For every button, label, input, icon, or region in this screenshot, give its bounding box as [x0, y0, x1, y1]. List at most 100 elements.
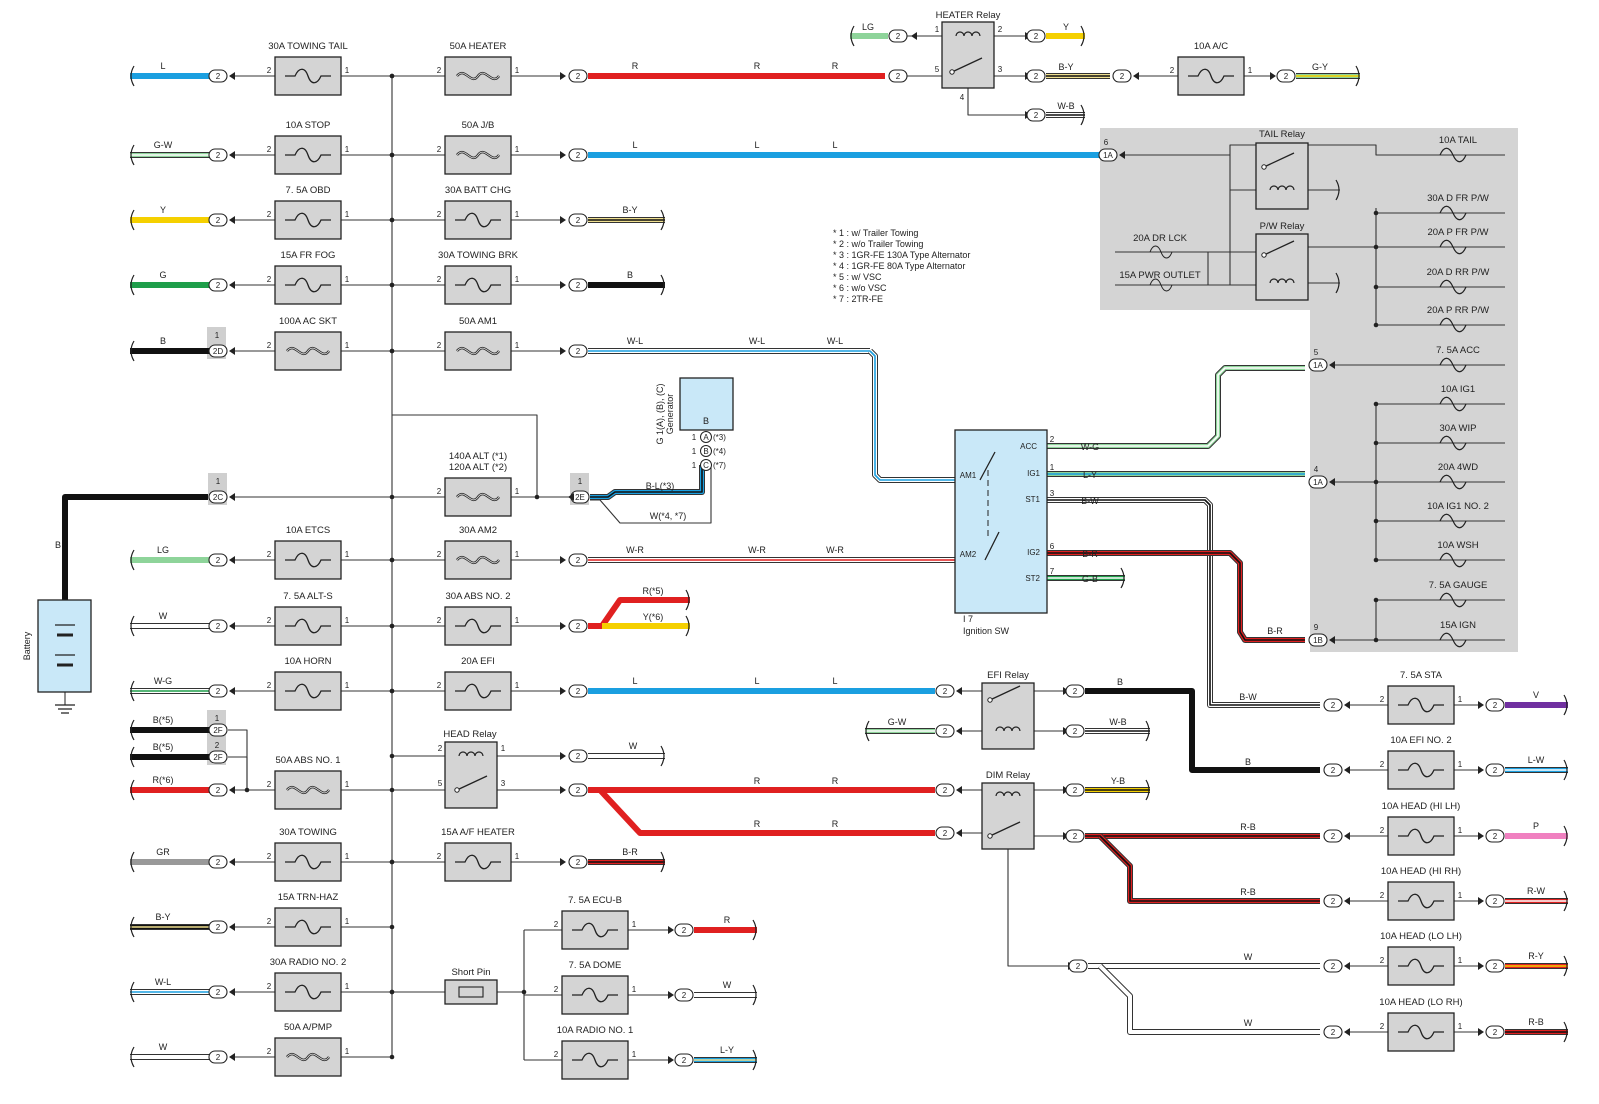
- head-relay-label: HEAD Relay: [443, 729, 497, 740]
- arrow: [1478, 832, 1484, 840]
- ac-fuse-label: 10A A/C: [1194, 41, 1228, 52]
- arrow: [229, 622, 235, 630]
- mid-fuse-4-connector-pin: 2: [576, 347, 581, 356]
- arrow: [1119, 151, 1125, 159]
- right-fuse-0-label: 7. 5A STA: [1400, 670, 1443, 681]
- left-fuse-7-pin-2: 2: [267, 681, 272, 690]
- heater-wb-label: W-B: [1057, 101, 1074, 111]
- ac-out-connector-pin: 2: [1284, 72, 1289, 81]
- mid-fuse-1-label: 50A J/B: [462, 120, 495, 131]
- mid-fuse-8-pin-2: 2: [437, 852, 442, 861]
- mid-fuse-4-wire-label-1: W-L: [749, 336, 765, 346]
- mid-fuse-0-element-core: [456, 72, 500, 80]
- wire-end-bracket: [660, 851, 665, 873]
- ecu-fuse-2-connector: [674, 1053, 694, 1067]
- head-relay-conn-3: [568, 783, 588, 797]
- right-fuse-0-pin-1: 1: [1458, 695, 1463, 704]
- mid-fuse-3-pin-1: 1: [515, 275, 520, 284]
- jb-fuse-9: [1439, 513, 1467, 529]
- head-relay-out-label: W: [629, 741, 638, 751]
- jb-connector-2-pin: 1A: [1313, 478, 1323, 487]
- arrow: [560, 786, 566, 794]
- arrow: [956, 687, 962, 695]
- right-fuse-1-wire-label: L-W: [1528, 755, 1545, 765]
- left-fuse-4-pin-2: 2: [267, 341, 272, 350]
- ecu-fuse-2-element: [572, 1052, 618, 1068]
- dim-yb-label: Y-B: [1111, 776, 1125, 786]
- b5-connector-0: [208, 723, 228, 737]
- left-fuse-10-pin-1: 1: [345, 917, 350, 926]
- mid-fuse-6-pin-1: 1: [515, 616, 520, 625]
- left-fuse-11-element: [285, 984, 331, 1000]
- mid-fuse-8-pin-1: 1: [515, 852, 520, 861]
- right-fuse-2-in-connector: [1323, 829, 1343, 843]
- left-fuse-7-label: 10A HORN: [285, 656, 332, 667]
- ecu-fuse-1-wire-label: W: [723, 980, 732, 990]
- jb-fuse-label-2: 20A P FR P/W: [1427, 227, 1488, 238]
- jb-fuse-5: [1439, 357, 1467, 373]
- mid-fuse-2-pin-2: 2: [437, 210, 442, 219]
- left-fuse-8-pin-1: 1: [345, 780, 350, 789]
- right-fuse-0-out-connector: [1485, 698, 1505, 712]
- efi-in-connector-pin: 2: [943, 687, 948, 696]
- dim-relay-coil: [995, 791, 1021, 797]
- arrow: [1478, 897, 1484, 905]
- hi-rh-label: R-B: [1240, 887, 1256, 897]
- jb-fuse-label-12: 15A IGN: [1440, 620, 1476, 631]
- mid-fuse-7-wire-label-1: L: [754, 676, 759, 686]
- mid-fuse-2-pin-1: 1: [515, 210, 520, 219]
- heater-pin2: 2: [998, 25, 1003, 34]
- generator-pin-note-1: (*4): [713, 447, 726, 456]
- right-fuse-2-out-connector: [1485, 829, 1505, 843]
- left-fuse-12-pin-1: 1: [345, 1047, 350, 1056]
- junction-dot: [389, 217, 395, 223]
- abs2-branch-r: [588, 597, 690, 629]
- right-fuse-4-pin-1: 1: [1458, 956, 1463, 965]
- alt-fuse-label-1: 140A ALT (*1): [449, 451, 507, 462]
- ign-acc-wire: [1047, 366, 1305, 448]
- junction-dot: [389, 557, 395, 563]
- left-fuse-7-connector-pin: 2: [216, 687, 221, 696]
- wire-end-bracket: [1563, 759, 1568, 781]
- dim-relay-pin4: [1007, 849, 1068, 967]
- generator-name: G 1(A), (B), (C): [655, 384, 665, 445]
- left-fuse-7-element: [285, 683, 331, 699]
- right-fuse-5-in-connector: [1323, 1025, 1343, 1039]
- junction-dot: [389, 688, 395, 694]
- arrow: [568, 493, 574, 501]
- ecu-fuse-1-pin-1: 1: [632, 985, 637, 994]
- right-fuse-3-pin-1: 1: [1458, 891, 1463, 900]
- wire-end-bracket: [1355, 65, 1360, 87]
- mid-fuse-6-pin-2: 2: [437, 616, 442, 625]
- junction-dot: [1373, 401, 1379, 407]
- efi-in-connector: [935, 684, 955, 698]
- b5-conn-num-0: 1: [215, 714, 220, 723]
- wire-end-bracket: [1145, 779, 1150, 801]
- ecu-fuse-1-connector-pin: 2: [682, 991, 687, 1000]
- left-fuse-0-connector: [208, 69, 228, 83]
- tail-relay-label: TAIL Relay: [1259, 129, 1305, 140]
- generator-wire2-label: W(*4, *7): [650, 511, 687, 521]
- mid-fuse-7-pin-2: 2: [437, 681, 442, 690]
- right-fuse-3-in-connector-pin: 2: [1331, 897, 1336, 906]
- right-fuse-1-label: 10A EFI NO. 2: [1390, 735, 1451, 746]
- am1-route-outline: [867, 348, 955, 483]
- ground-symbol: [55, 704, 75, 714]
- left-fuse-0-pin-1: 1: [345, 66, 350, 75]
- junction-dot: [389, 623, 395, 629]
- arrow: [229, 493, 235, 501]
- head-relay-coil: [458, 751, 484, 757]
- left-fuse-8-pin-2: 2: [267, 780, 272, 789]
- mid-fuse-5-wire-label-2: W-R: [826, 545, 844, 555]
- right-fuse-0-in-connector-pin: 2: [1331, 701, 1336, 710]
- ign-acc-wire-stripe: [1047, 367, 1305, 447]
- right-fuse-0-wire-label: V: [1533, 690, 1539, 700]
- arrow: [1478, 1028, 1484, 1036]
- alt-fuse-pin-2: 2: [437, 487, 442, 496]
- left-fuse-3-pin-2: 2: [267, 275, 272, 284]
- right-fuse-2-pin-2: 2: [1380, 826, 1385, 835]
- mid-fuse-4-pin-1: 1: [515, 341, 520, 350]
- head-relay-pin5: 5: [438, 779, 443, 788]
- mid-fuse-4-wire-label-0: W-L: [627, 336, 643, 346]
- heater-pin5: 5: [935, 65, 940, 74]
